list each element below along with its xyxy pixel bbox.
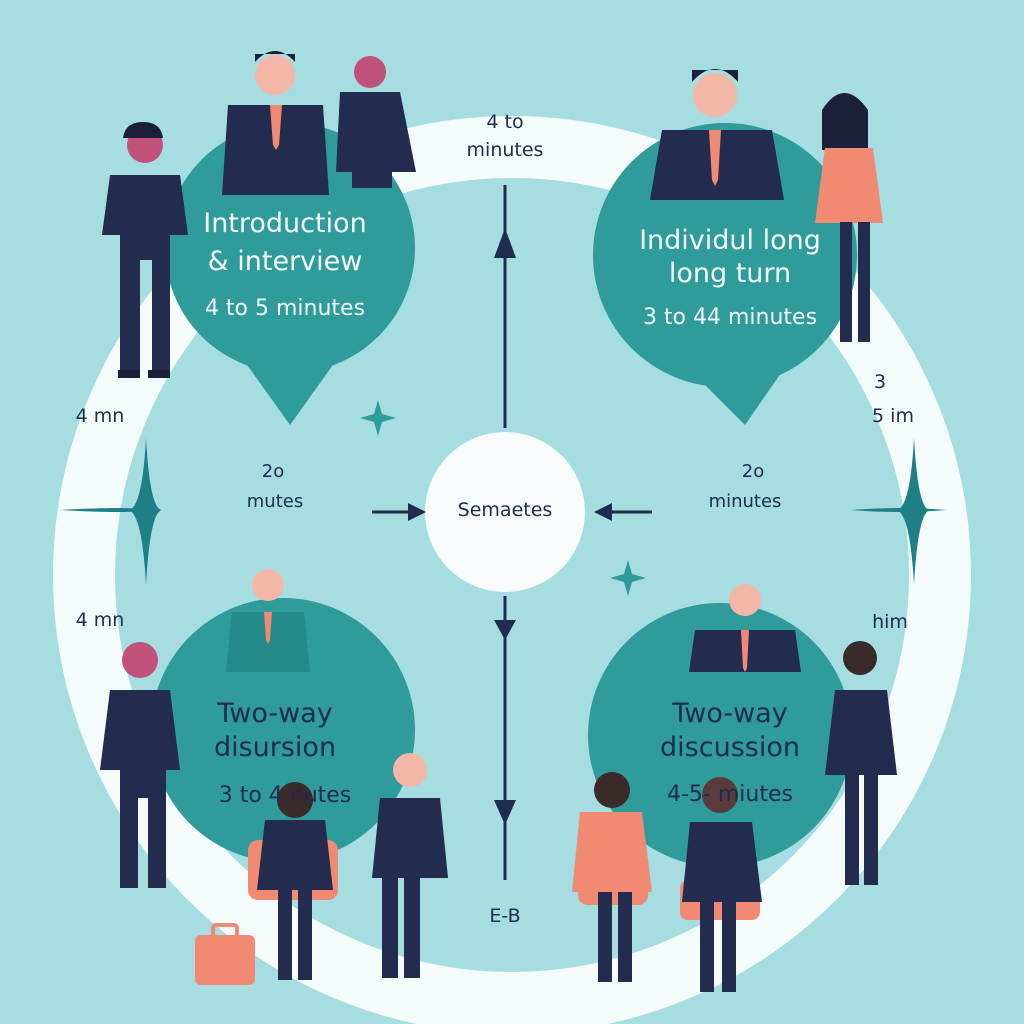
middle-right-label-2: minutes: [708, 491, 782, 512]
bubble-individual-title-2: long turn: [668, 258, 792, 289]
center-label: Semaetes: [457, 499, 553, 521]
sparkle-right-icon: [850, 438, 946, 585]
center-circle: [425, 432, 585, 592]
person-seated-man-right: [680, 777, 762, 992]
left-lower-time-label: 4 mn: [75, 609, 125, 631]
bubble-two-way-right-title-2: discussion: [660, 732, 800, 763]
person-seated-man-left: [372, 753, 448, 978]
vertical-arrows: [494, 185, 516, 880]
small-sparkle-icon: [360, 400, 646, 596]
bottom-label: E-B: [489, 905, 521, 927]
person-standing-far-right: [825, 641, 897, 885]
person-standing-left-1: [102, 122, 188, 378]
sparkle-left-icon: [60, 438, 162, 585]
bubble-introduction-title-1: Introduction: [203, 208, 367, 239]
right-upper-time-label-1: 3: [873, 371, 887, 393]
person-seated-woman-left: [248, 782, 338, 980]
person-standing-bottom-right-top: [689, 584, 801, 672]
person-standing-right-woman: [815, 93, 883, 342]
top-time-label-1: 4 to: [486, 111, 524, 133]
bubble-introduction-title-2: & interview: [207, 246, 363, 277]
bubble-two-way-right-title-1: Two-way: [672, 698, 788, 729]
middle-left-label-2: mutes: [246, 491, 304, 512]
bubble-two-way-left-time: 3 to 4 nutes: [218, 783, 352, 808]
person-standing-top-2: [336, 56, 416, 188]
top-time-label-2: minutes: [466, 139, 544, 161]
middle-right-label-1: 2o: [741, 461, 765, 482]
bubble-two-way-left-title-1: Two-way: [217, 698, 333, 729]
bubble-introduction-time: 4 to 5 minutes: [204, 296, 366, 321]
bubble-two-way-right-time: 4-5- miutes: [667, 782, 793, 807]
person-standing-bottom-center: [226, 569, 310, 672]
horizontal-arrows: [372, 503, 652, 521]
middle-left-label-1: 2o: [261, 461, 285, 482]
cycle-ring: [53, 116, 971, 1024]
briefcase-icon: [195, 923, 255, 985]
bubble-individual-time: 3 to 44 minutes: [642, 305, 818, 330]
bubble-two-way-left-title-2: disursion: [213, 732, 337, 763]
left-upper-time-label: 4 mn: [75, 405, 125, 427]
bubble-two-way-left: [151, 598, 415, 862]
person-seated-woman-right: [572, 772, 652, 982]
right-upper-time-label-2: 5 im: [872, 405, 914, 427]
person-standing-top-1: [222, 51, 329, 195]
person-standing-right-1: [650, 69, 784, 200]
person-standing-bottom-left: [100, 642, 180, 888]
bubble-individual-title-1: Individul long: [639, 225, 821, 256]
right-lower-time-label: him: [872, 611, 908, 633]
